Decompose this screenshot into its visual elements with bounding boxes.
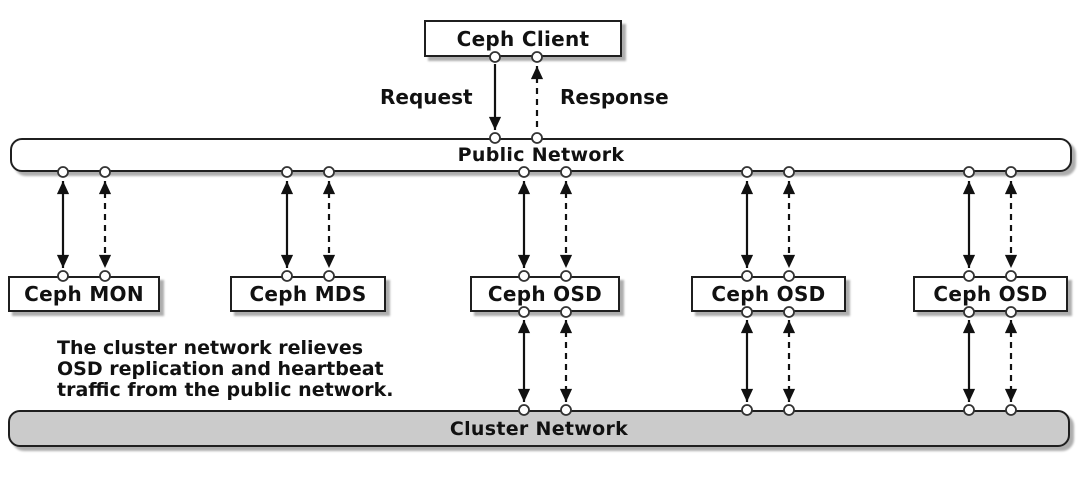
ceph-client-label: Ceph Client [456,26,590,51]
cluster-network-caption: The cluster network relieves OSD replica… [57,338,394,401]
public-network-node-links [56,181,1018,268]
ceph-osd-1-label: Ceph OSD [487,282,603,306]
caption-line-3: traffic from the public network. [57,379,394,401]
node-ceph-osd-2: Ceph OSD [691,276,846,312]
ceph-osd-2-label: Ceph OSD [711,282,826,306]
ceph-osd-3-label: Ceph OSD [933,282,1048,306]
public-network-label: Public Network [457,144,625,166]
cluster-network-label: Cluster Network [449,417,629,440]
node-ceph-mon: Ceph MON [8,276,160,312]
node-ceph-osd-3: Ceph OSD [913,276,1068,312]
node-ceph-mds: Ceph MDS [230,276,386,312]
ceph-mds-label: Ceph MDS [249,282,367,306]
public-network-bar: Public Network [10,138,1072,172]
node-ceph-osd-1: Ceph OSD [470,276,620,312]
osd-cluster-network-links [517,320,1018,402]
cluster-network-bar: Cluster Network [8,410,1070,447]
ceph-mon-label: Ceph MON [24,282,144,306]
caption-line-2: OSD replication and heartbeat [57,358,384,380]
node-ceph-client: Ceph Client [424,20,622,57]
request-label: Request [380,85,473,109]
caption-line-1: The cluster network relieves [57,337,364,359]
response-label: Response [560,85,669,109]
